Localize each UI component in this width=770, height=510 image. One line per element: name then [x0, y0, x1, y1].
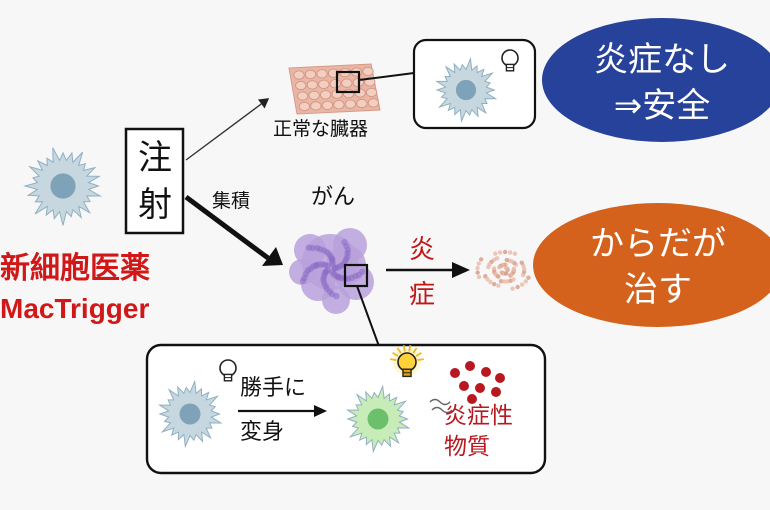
inflammation-label-2: 症	[409, 280, 436, 310]
lightbulb-icon	[219, 359, 237, 382]
cure-outcome-line2: 治す	[624, 270, 692, 310]
macrophage-cell-icon	[157, 379, 223, 449]
cancer-callout-line	[356, 285, 381, 350]
inflammation-label-1: 炎	[409, 235, 436, 265]
cancer-label: がん	[311, 185, 356, 210]
arrow-to-organ	[185, 98, 270, 161]
drug-name-en: MacTrigger	[0, 293, 150, 324]
cure-outcome-oval	[533, 203, 770, 327]
macrophage-cell-icon	[435, 56, 498, 124]
cancer-mass-icon	[289, 228, 374, 314]
macrophage-cell-icon	[23, 147, 103, 226]
safe-outcome-oval	[542, 18, 770, 142]
arrow-to-debris-head	[452, 262, 470, 278]
injection-label-2: 射	[138, 185, 172, 225]
lightbulb-icon	[389, 345, 425, 378]
cure-outcome-line1: からだが	[590, 224, 726, 264]
change-arrow-head	[314, 405, 327, 417]
arrow-to-cancer	[184, 194, 270, 261]
organ-callout-line	[358, 72, 415, 81]
injection-box	[124, 127, 185, 235]
accumulate-label: 集積	[212, 190, 251, 212]
normal-organ-label: 正常な臓器	[273, 118, 369, 140]
cancer-callout-box	[145, 343, 547, 475]
organ-tissue-icon	[288, 63, 381, 115]
change-label-1: 勝手に	[240, 376, 307, 401]
mediator-label-2: 物質	[444, 434, 490, 460]
cancer-zoom-box	[343, 263, 369, 288]
injection-label-1: 注	[138, 138, 172, 178]
lightbulb-icon	[501, 49, 519, 72]
change-label-2: 変身	[240, 420, 285, 445]
inflammatory-particles-icon	[429, 361, 505, 414]
cell-debris-icon	[475, 249, 531, 291]
arrow-to-cancer-head	[262, 247, 283, 266]
safe-outcome-line2: ⇒安全	[613, 86, 711, 126]
mediator-label-1: 炎症性	[444, 403, 513, 429]
activated-cell-icon	[345, 384, 411, 454]
drug-name-jp: 新細胞医薬	[0, 251, 150, 286]
safe-outcome-line1: 炎症なし	[594, 40, 730, 80]
